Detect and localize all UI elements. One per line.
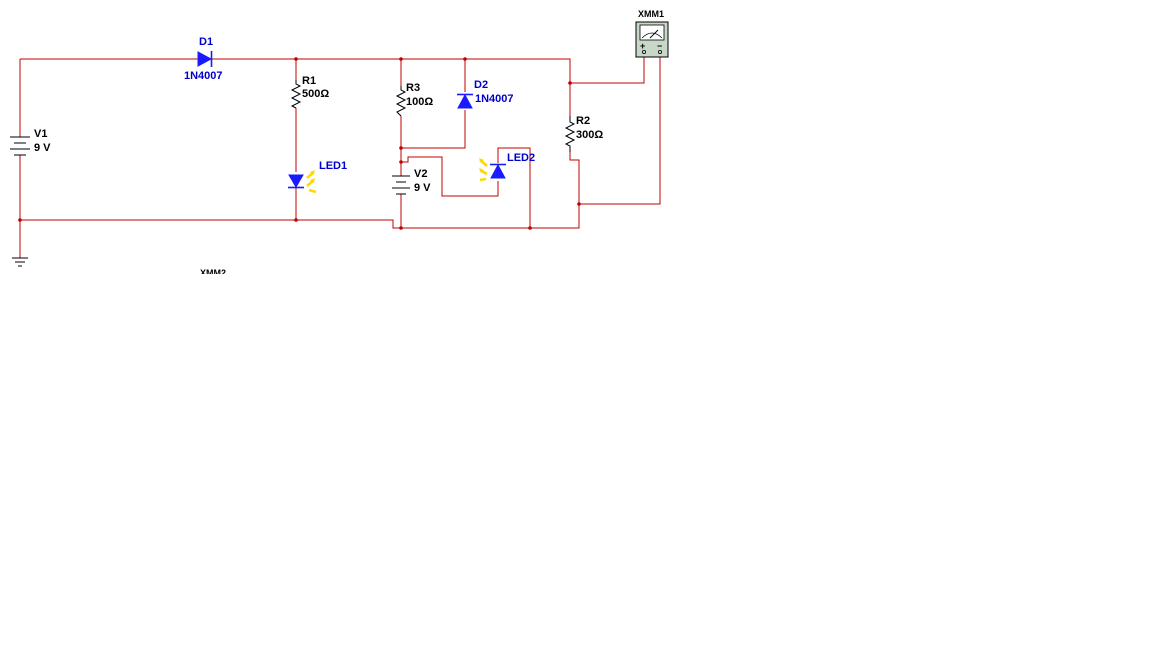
- wire-led2-left: [401, 156, 499, 197]
- led-icon: [479, 158, 506, 182]
- led-led2[interactable]: LED2: [479, 152, 535, 182]
- junction: [463, 57, 467, 61]
- xmm1-minus-label: −: [657, 41, 662, 51]
- resistor-r2[interactable]: R2 300Ω: [564, 115, 603, 152]
- r2-value: 300Ω: [576, 129, 603, 141]
- resistor-icon: [290, 80, 302, 109]
- r3-ref: R3: [406, 82, 420, 94]
- xmm2-label-clip: XMM2: [200, 268, 226, 278]
- battery-icon: [10, 136, 30, 156]
- led1-ref: LED1: [319, 160, 347, 172]
- battery-v2[interactable]: V2 9 V: [392, 168, 431, 195]
- wire-xmm1-minus: [579, 57, 661, 205]
- junction: [399, 146, 403, 150]
- led-icon: [288, 170, 317, 194]
- xmm2-ref: XMM2: [200, 268, 226, 278]
- v2-ref: V2: [414, 168, 427, 180]
- junction: [568, 81, 572, 85]
- d2-value: 1N4007: [475, 93, 514, 105]
- battery-icon: [392, 175, 410, 195]
- wires: [19, 57, 661, 258]
- led2-ref: LED2: [507, 152, 535, 164]
- junction: [577, 202, 581, 206]
- diode-icon: [457, 93, 473, 109]
- d2-ref: D2: [474, 79, 488, 91]
- wire-r3-bottom: [400, 110, 466, 149]
- wire-top-right: [212, 58, 571, 83]
- junction: [18, 218, 22, 222]
- resistor-icon: [395, 86, 407, 117]
- junctions: [18, 57, 581, 230]
- multimeter-icon: [635, 21, 669, 58]
- r3-value: 100Ω: [406, 96, 433, 108]
- diode-icon: [197, 51, 213, 67]
- multimeter-xmm1[interactable]: XMM1 + −: [635, 9, 669, 58]
- diode-d2[interactable]: D2 1N4007: [457, 79, 514, 109]
- battery-v1[interactable]: V1 9 V: [10, 128, 51, 156]
- junction: [294, 218, 298, 222]
- wire-r2-bottom: [569, 152, 580, 204]
- junction: [399, 57, 403, 61]
- ground-icon: [12, 257, 28, 267]
- d1-ref: D1: [199, 36, 213, 48]
- v2-value: 9 V: [414, 182, 431, 194]
- junction: [294, 57, 298, 61]
- resistor-r1[interactable]: R1 500Ω: [290, 75, 329, 109]
- r1-value: 500Ω: [302, 88, 329, 100]
- r2-ref: R2: [576, 115, 590, 127]
- wire-bottom-left: [20, 204, 580, 229]
- xmm1-plus-label: +: [640, 41, 645, 51]
- r1-ref: R1: [302, 75, 316, 87]
- wire-led2-right: [497, 147, 531, 228]
- wire-xmm1-plus: [570, 57, 645, 84]
- resistor-r3[interactable]: R3 100Ω: [395, 82, 433, 117]
- xmm1-ref: XMM1: [638, 9, 664, 19]
- v1-value: 9 V: [34, 142, 51, 154]
- junction: [399, 226, 403, 230]
- resistor-icon: [564, 116, 576, 152]
- diode-d1[interactable]: D1 1N4007: [184, 36, 223, 82]
- d1-value: 1N4007: [184, 70, 223, 82]
- junction: [528, 226, 532, 230]
- led-led1[interactable]: LED1: [288, 160, 347, 194]
- junction: [399, 160, 403, 164]
- v1-ref: V1: [34, 128, 47, 140]
